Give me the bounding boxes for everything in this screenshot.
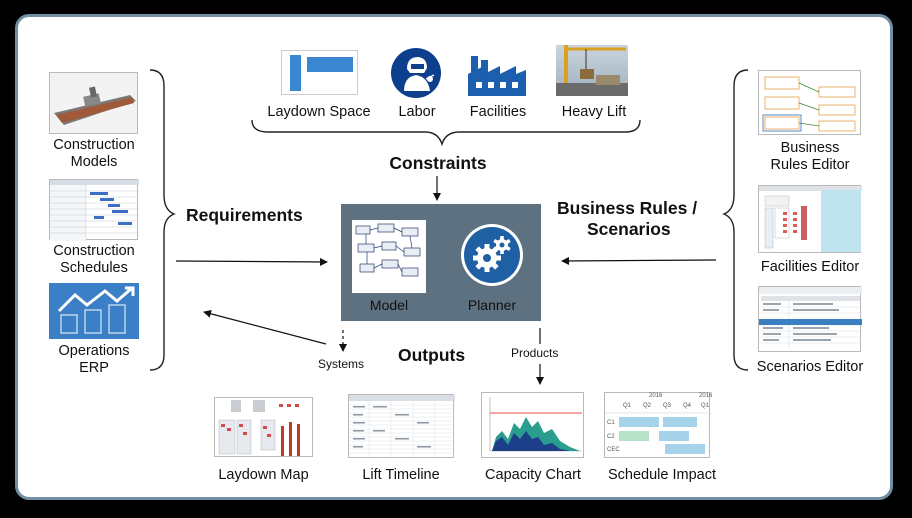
laydown-space-label: Laydown Space (267, 104, 371, 120)
factory-icon (466, 50, 528, 98)
schedule-impact-q4: Q4 (683, 403, 692, 409)
business-rules-editor-line2: Rules Editor (770, 157, 850, 173)
requirements-item-2-line1: Construction (53, 243, 135, 259)
lift-timeline-label: Lift Timeline (362, 467, 440, 483)
heavy-lift-label: Heavy Lift (561, 104, 627, 120)
gantt-schedule-image (49, 179, 139, 241)
schedule-impact-year: 2016 (649, 393, 663, 399)
schedule-impact-row-2: C2 (607, 434, 615, 440)
crane-photo (556, 45, 628, 96)
schedule-impact-year-2: 2016 (699, 393, 713, 399)
schedule-impact-q1: Q1 (623, 403, 632, 409)
schedule-impact-label: Schedule Impact (607, 467, 716, 483)
planner-label: Planner (467, 297, 517, 313)
feedback-arrow (203, 309, 327, 345)
requirements-item-2-line2: Schedules (60, 260, 128, 276)
outputs-heading: Outputs (398, 345, 466, 365)
labor-label: Labor (398, 104, 436, 120)
business-rules-heading-line2: Scenarios (587, 219, 671, 239)
laydown-map-label: Laydown Map (218, 467, 309, 483)
requirements-arrow (175, 257, 328, 266)
laydown-map-thumbnail (214, 397, 313, 457)
facilities-label: Facilities (469, 104, 527, 120)
schedule-impact-row-1: C1 (607, 420, 615, 426)
requirements-heading: Requirements (186, 205, 303, 225)
constraints-heading: Constraints (389, 153, 487, 173)
business-rules-heading-line1: Business Rules / (557, 198, 698, 218)
model-label: Model (369, 297, 409, 313)
schedule-impact-q3: Q3 (663, 403, 672, 409)
schedule-impact-q2: Q2 (643, 403, 652, 409)
model-diagram-image (352, 220, 426, 293)
welder-icon (390, 47, 442, 99)
business-rules-brace (722, 69, 749, 371)
business-rules-editor-image (758, 70, 861, 135)
systems-label: Systems (318, 357, 365, 371)
core-panel: Model (341, 204, 541, 321)
scenarios-editor-label: Scenarios Editor (756, 359, 864, 375)
schedule-impact-q5: Q1 (701, 403, 710, 409)
requirements-item-1-line1: Construction (53, 137, 135, 153)
requirements-item-1-line2: Models (70, 154, 118, 170)
lift-timeline-thumbnail (348, 394, 455, 459)
capacity-chart-thumbnail (481, 392, 584, 458)
scenarios-editor-image (758, 286, 862, 352)
capacity-chart-label: Capacity Chart (485, 467, 581, 483)
requirements-item-3-line1: Operations (58, 343, 130, 359)
schedule-impact-thumbnail: 2016 2016 Q1 Q2 Q3 Q4 Q1 C1 C2 CEC (604, 392, 713, 458)
business-rules-arrow (561, 256, 717, 265)
products-label: Products (511, 346, 559, 360)
requirements-item-3-line2: ERP (79, 360, 109, 376)
trend-chart-icon (49, 283, 139, 339)
constraints-brace (251, 119, 641, 147)
facilities-editor-label: Facilities Editor (760, 259, 860, 275)
laydown-space-icon (281, 50, 358, 95)
schedule-impact-row-3: CEC (607, 447, 620, 453)
facilities-editor-image (758, 185, 862, 253)
planner-gears-icon (460, 223, 524, 287)
requirements-brace (149, 69, 176, 371)
ship-model-image (49, 72, 138, 134)
business-rules-editor-line1: Business (780, 140, 840, 156)
